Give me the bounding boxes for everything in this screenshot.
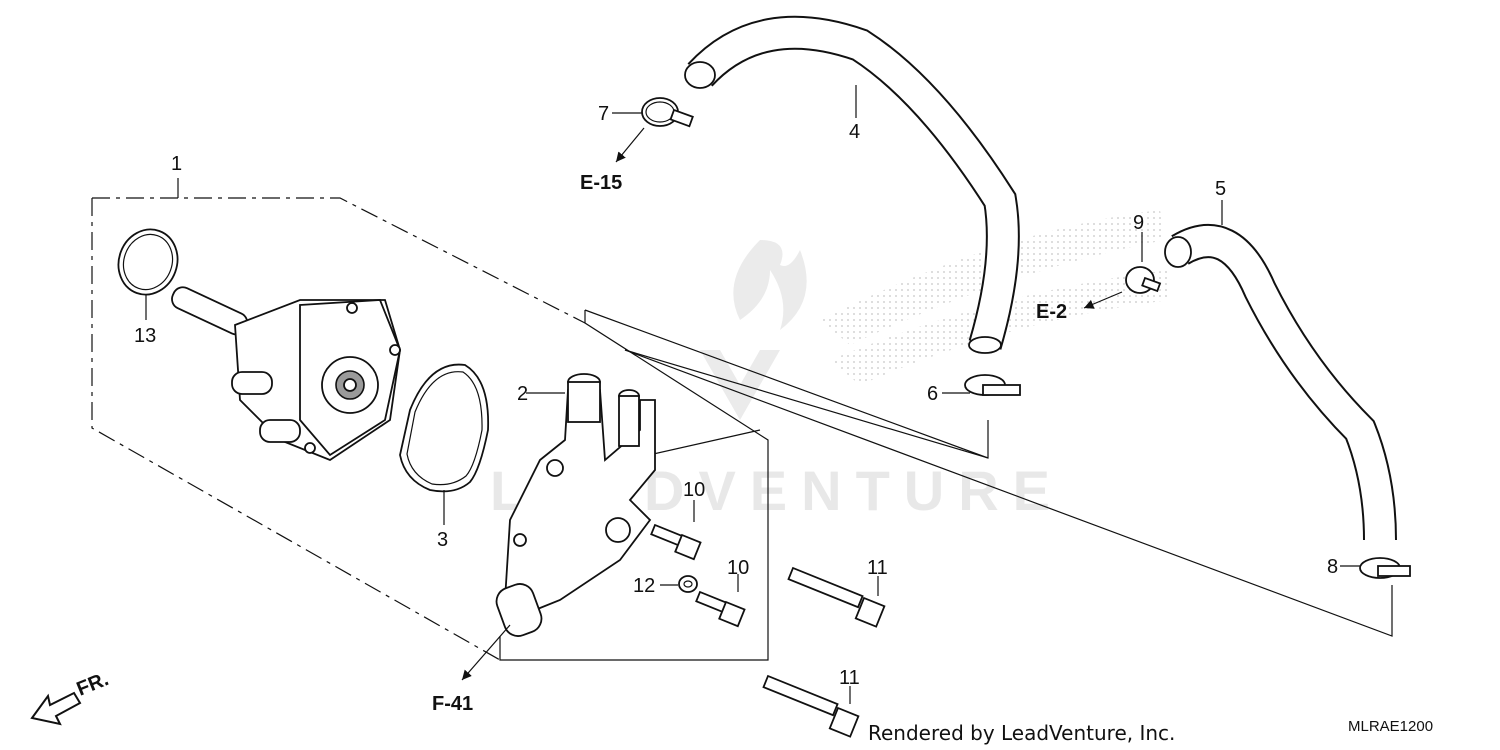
- callout-1: 1: [171, 153, 182, 175]
- clamp-7: [641, 97, 694, 128]
- callout-2: 2: [517, 383, 528, 405]
- callouts: 1 2 3 4 5 6 7 8 9 10 10 11 11 12 13: [134, 103, 1338, 689]
- water-pump: [171, 286, 401, 462]
- front-label: FR.: [74, 668, 112, 700]
- credit-text: Rendered by LeadVenture, Inc.: [868, 721, 1175, 745]
- callout-8: 8: [1327, 556, 1338, 578]
- callout-7: 7: [598, 103, 609, 125]
- clamp-9: [1125, 266, 1162, 294]
- hose-right: [1164, 224, 1397, 541]
- bolt-10-upper: [650, 523, 702, 561]
- callout-11-lower: 11: [839, 667, 860, 689]
- front-arrow-icon: [30, 691, 82, 726]
- callout-4: 4: [849, 121, 860, 143]
- washer-12: [678, 575, 698, 593]
- assembly-outline: [91, 178, 586, 661]
- callout-13: 13: [134, 325, 156, 347]
- callout-10-lower: 10: [727, 557, 749, 579]
- callout-5: 5: [1215, 178, 1226, 200]
- callout-9: 9: [1133, 212, 1144, 234]
- clamp-6: [964, 374, 1021, 396]
- o-ring: [117, 228, 179, 296]
- callout-3: 3: [437, 529, 448, 551]
- callout-10-upper: 10: [683, 479, 705, 501]
- diagram-code: MLRAE1200: [1348, 718, 1433, 735]
- pump-cover: [495, 373, 656, 637]
- ref-f41: F-41: [432, 693, 473, 715]
- callout-12: 12: [633, 575, 655, 597]
- callout-11-upper: 11: [867, 557, 888, 579]
- leader-lines: [145, 85, 1360, 704]
- ref-e2: E-2: [1036, 301, 1067, 323]
- callout-6: 6: [927, 383, 938, 405]
- front-direction: FR.: [30, 668, 112, 726]
- hose-upper: [684, 15, 1020, 354]
- ref-e15: E-15: [580, 172, 622, 194]
- clamp-8: [1359, 557, 1411, 579]
- bolt-11-upper: [787, 566, 886, 628]
- bolt-10-lower: [695, 590, 746, 628]
- bolt-11-lower: [762, 674, 860, 738]
- gasket: [399, 363, 490, 493]
- references: E-15 E-2 F-41: [432, 172, 1067, 715]
